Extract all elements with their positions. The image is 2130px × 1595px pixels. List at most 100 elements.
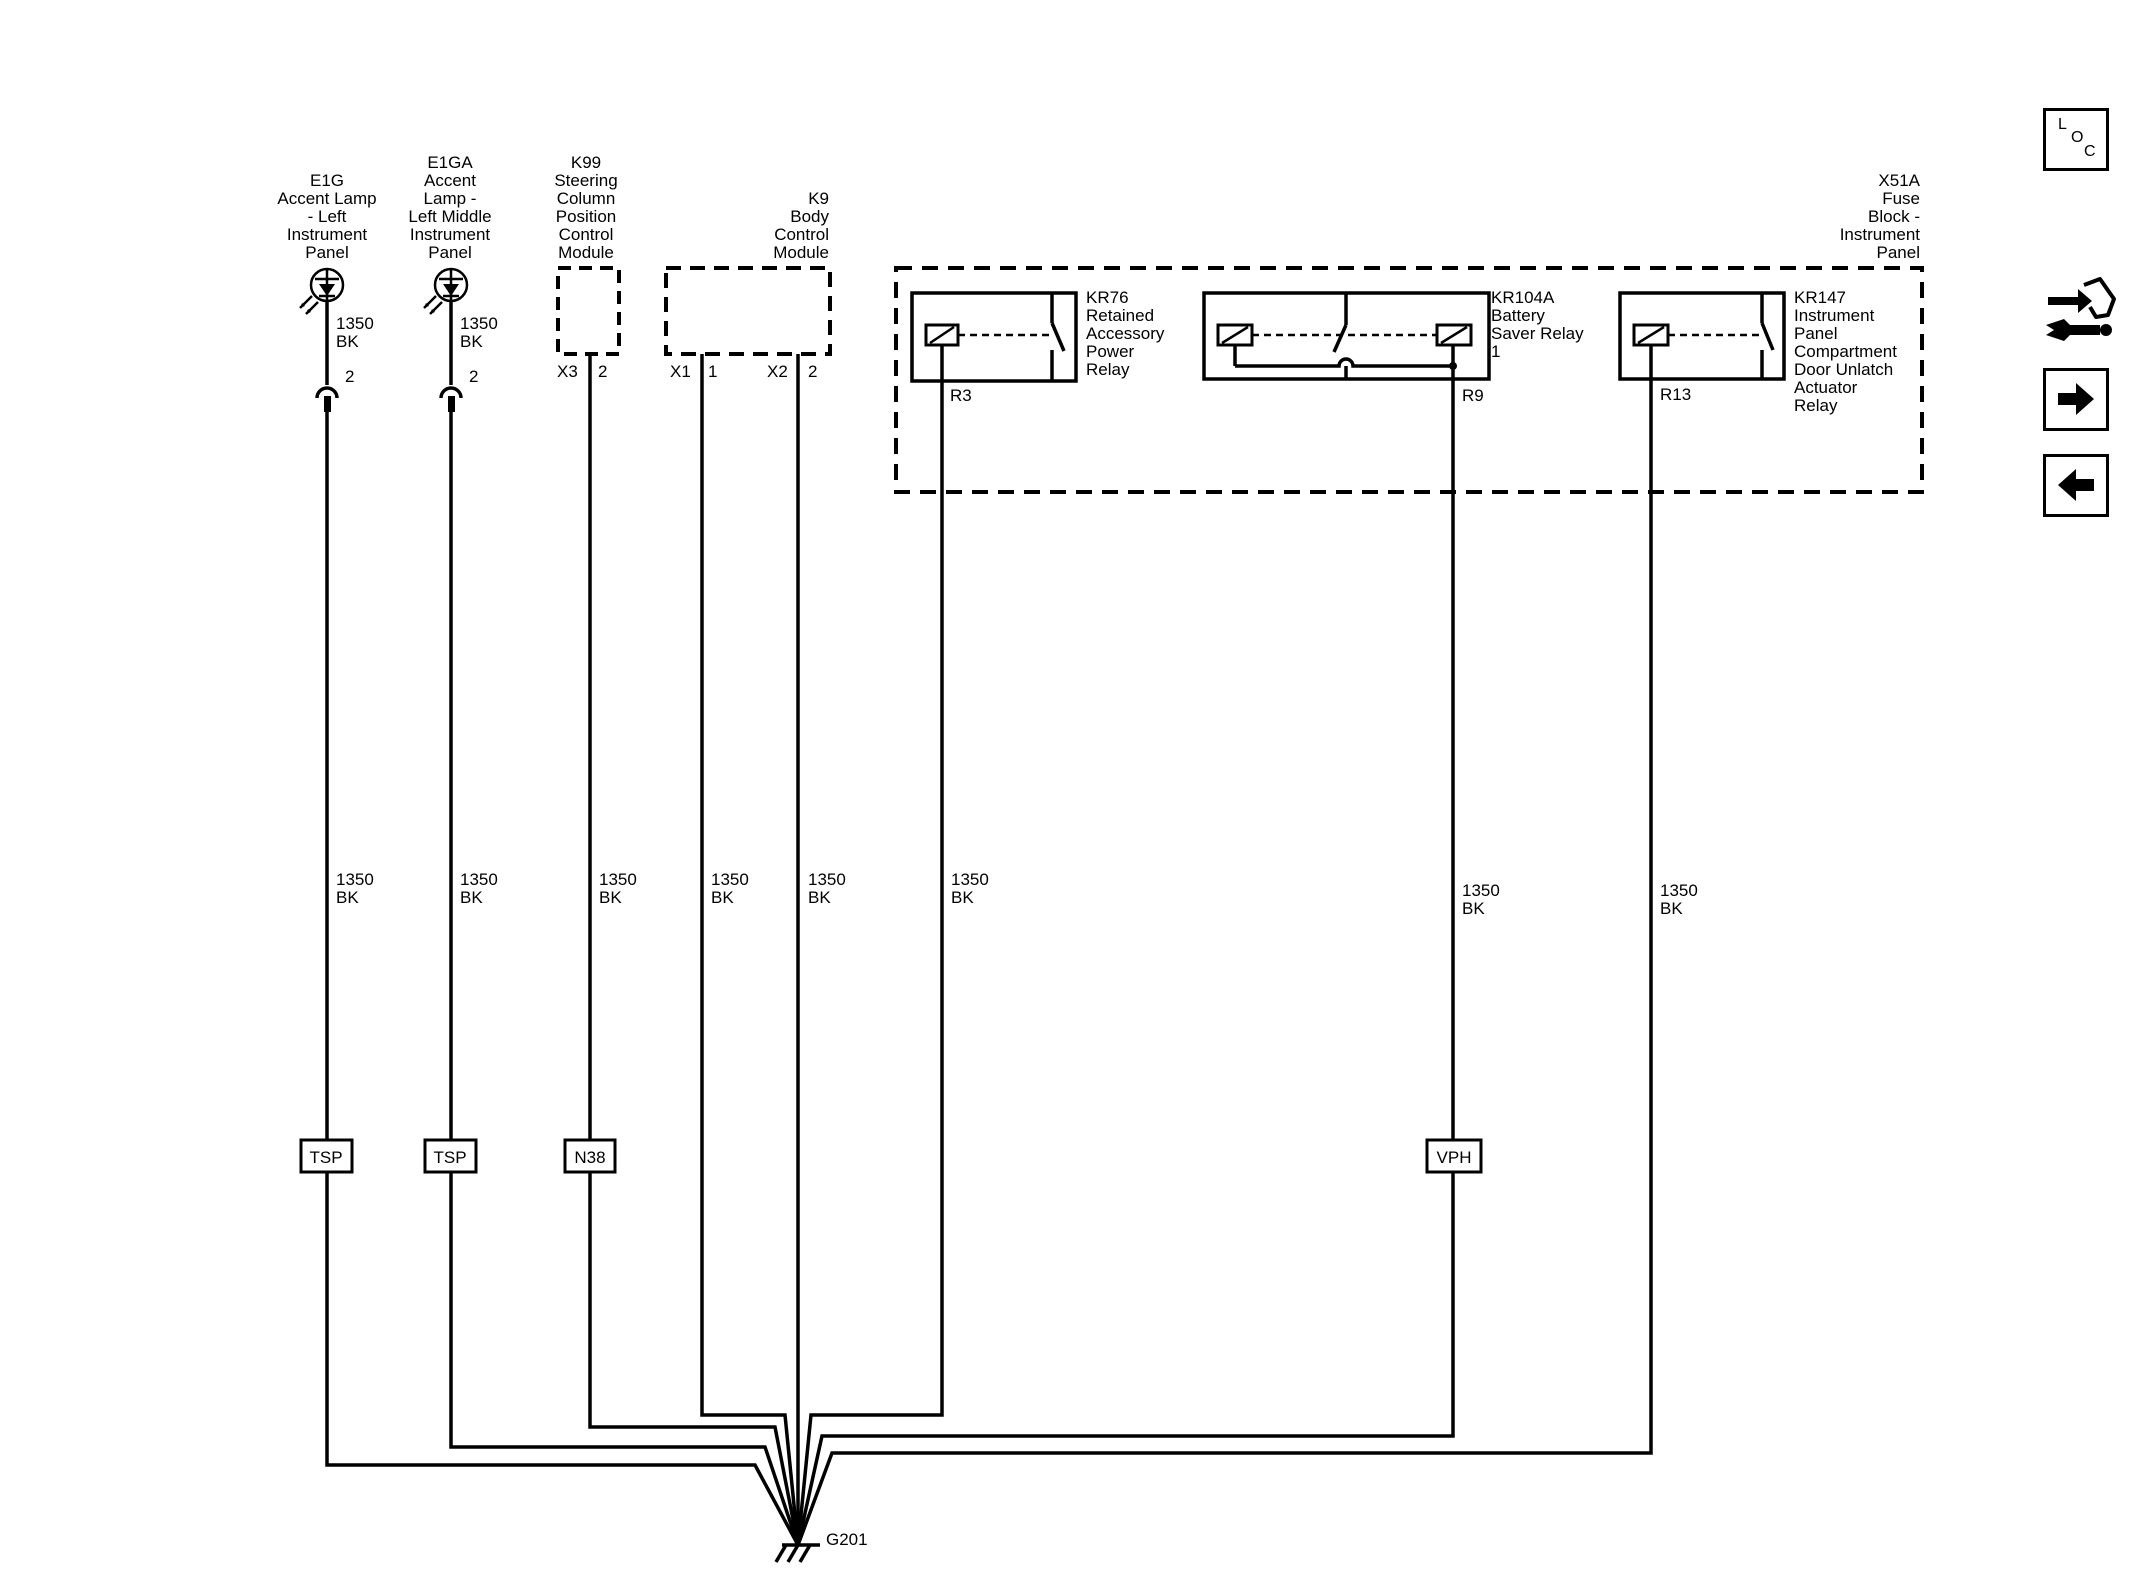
svg-text:TSP: TSP (309, 1148, 342, 1167)
svg-text:BK: BK (336, 888, 359, 907)
wire-kr76 (796, 381, 944, 1546)
svg-text:Actuator: Actuator (1794, 378, 1858, 397)
ground-g201-symbol: G201 (774, 1530, 868, 1563)
svg-text:Relay: Relay (1086, 360, 1130, 379)
svg-text:R13: R13 (1660, 385, 1691, 404)
svg-text:VPH: VPH (1437, 1148, 1472, 1167)
kr76-label: KR76 Retained Accessory Power Relay (1086, 288, 1165, 379)
svg-text:1350: 1350 (711, 870, 749, 889)
e1g-top-wire-label: 1350 BK (336, 314, 374, 351)
svg-text:2: 2 (469, 367, 478, 386)
svg-text:BK: BK (460, 332, 483, 351)
svg-text:BK: BK (460, 888, 483, 907)
svg-text:Fuse: Fuse (1882, 189, 1920, 208)
svg-text:Panel: Panel (305, 243, 348, 262)
svg-text:1: 1 (708, 362, 717, 381)
svg-text:Saver Relay: Saver Relay (1491, 324, 1584, 343)
svg-text:Lamp -: Lamp - (424, 189, 477, 208)
svg-text:BK: BK (951, 888, 974, 907)
svg-text:Block -: Block - (1868, 207, 1920, 226)
svg-text:X3: X3 (557, 362, 578, 381)
e1g-inline-connector: 2 (315, 301, 354, 412)
svg-text:1350: 1350 (808, 870, 846, 889)
svg-text:Panel: Panel (1877, 243, 1920, 262)
splice-tag-tsp-1: TSP (299, 1138, 354, 1174)
next-page-button[interactable] (2043, 368, 2109, 431)
svg-text:Battery: Battery (1491, 306, 1545, 325)
svg-text:KR104A: KR104A (1491, 288, 1555, 307)
svg-text:Control: Control (774, 225, 829, 244)
kr104a-label: KR104A Battery Saver Relay 1 (1491, 288, 1584, 361)
svg-text:N38: N38 (574, 1148, 605, 1167)
splice-tag-tsp-2: TSP (423, 1138, 478, 1174)
e1ga-inline-connector: 2 (439, 301, 478, 412)
connector-tools-button[interactable] (2040, 275, 2120, 350)
wire-label-kr104a: 1350 BK (1462, 881, 1500, 918)
svg-text:Retained: Retained (1086, 306, 1154, 325)
wire-label-e1ga: 1350 BK (460, 870, 498, 907)
svg-text:Power: Power (1086, 342, 1135, 361)
svg-text:BK: BK (711, 888, 734, 907)
wire-kr147 (796, 379, 1653, 1546)
svg-text:Door Unlatch: Door Unlatch (1794, 360, 1893, 379)
wire-k99 (588, 354, 800, 1546)
svg-text:Module: Module (558, 243, 614, 262)
svg-text:Relay: Relay (1794, 396, 1838, 415)
svg-text:1350: 1350 (336, 870, 374, 889)
e1g-label: E1G Accent Lamp - Left Instrument Panel (277, 171, 376, 262)
kr76-relay-symbol: R3 (910, 291, 1078, 405)
svg-text:BK: BK (1660, 899, 1683, 918)
svg-text:TSP: TSP (433, 1148, 466, 1167)
svg-text:Instrument: Instrument (410, 225, 491, 244)
svg-text:BK: BK (808, 888, 831, 907)
previous-page-button[interactable] (2043, 454, 2109, 517)
kr104a-relay-symbol: R9 (1202, 291, 1491, 405)
svg-text:E1GA: E1GA (427, 153, 473, 172)
wire-label-kr147: 1350 BK (1660, 881, 1698, 918)
connector-tools-icon (2046, 277, 2116, 341)
svg-text:G201: G201 (826, 1530, 868, 1549)
wire-k9-x1 (700, 354, 800, 1546)
svg-text:1350: 1350 (599, 870, 637, 889)
svg-text:1350: 1350 (460, 314, 498, 333)
arrow-right-icon (2058, 383, 2094, 415)
svg-text:BK: BK (336, 332, 359, 351)
svg-text:Module: Module (773, 243, 829, 262)
wire-label-k99: 1350 BK (599, 870, 637, 907)
svg-text:R3: R3 (950, 386, 972, 405)
svg-text:BK: BK (1462, 899, 1485, 918)
splice-tag-vph: VPH (1425, 1138, 1483, 1174)
svg-text:Column: Column (557, 189, 616, 208)
svg-text:R9: R9 (1462, 386, 1484, 405)
svg-text:Instrument: Instrument (1840, 225, 1921, 244)
svg-text:Panel: Panel (1794, 324, 1837, 343)
k9-module-box: X1 1 X2 2 (664, 266, 832, 381)
kr147-label: KR147 Instrument Panel Compartment Door … (1794, 288, 1897, 415)
kr147-relay-symbol: R13 (1618, 291, 1786, 404)
svg-text:Accent: Accent (424, 171, 476, 190)
svg-text:1350: 1350 (336, 314, 374, 333)
k99-module-box: X3 2 (556, 266, 621, 381)
svg-text:Instrument: Instrument (1794, 306, 1875, 325)
wire-label-e1g: 1350 BK (336, 870, 374, 907)
svg-text:Compartment: Compartment (1794, 342, 1897, 361)
wire-kr104a (796, 366, 1455, 1546)
svg-text:X51A: X51A (1878, 171, 1920, 190)
svg-text:1350: 1350 (460, 870, 498, 889)
e1g-lamp-symbol (299, 267, 345, 315)
svg-text:Control: Control (559, 225, 614, 244)
svg-text:Panel: Panel (428, 243, 471, 262)
svg-text:Instrument: Instrument (287, 225, 368, 244)
wire-label-k9-x1: 1350 BK (711, 870, 749, 907)
loc-button[interactable]: L O C (2043, 108, 2109, 171)
svg-text:Accessory: Accessory (1086, 324, 1165, 343)
svg-text:E1G: E1G (310, 171, 344, 190)
loc-icon: L O C (2058, 116, 2096, 160)
wire-label-k9-x2: 1350 BK (808, 870, 846, 907)
svg-text:X1: X1 (670, 362, 691, 381)
svg-text:K9: K9 (808, 189, 829, 208)
svg-text:1350: 1350 (951, 870, 989, 889)
wire-e1g (325, 412, 800, 1546)
e1ga-lamp-symbol (423, 267, 469, 315)
